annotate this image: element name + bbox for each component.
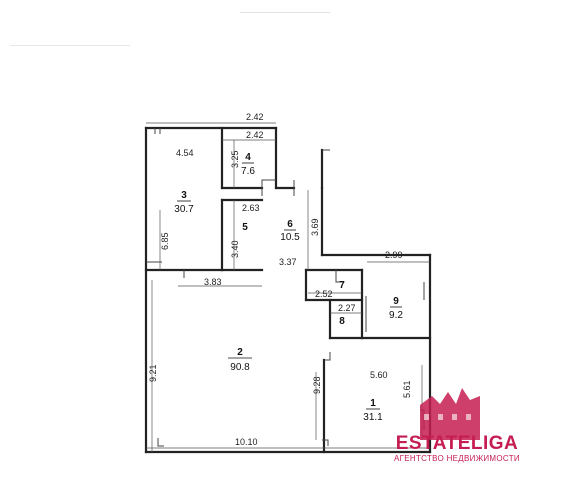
room-number: 3 [181, 190, 187, 201]
watermark-logo-windows [424, 414, 471, 420]
dim-label: 5.60 [370, 370, 388, 380]
room-number: 5 [242, 222, 248, 233]
room-number: 1 [370, 398, 376, 409]
watermark-logo [420, 388, 480, 440]
background-scan-marks [10, 45, 130, 54]
room-area: 30.7 [174, 204, 194, 215]
door-mark [261, 179, 276, 196]
dim-label: 5.61 [402, 380, 412, 398]
dim-label: 3.83 [204, 277, 222, 287]
room-number: 4 [245, 152, 251, 163]
door-mark [324, 352, 331, 361]
dim-label: 3.37 [279, 257, 297, 267]
room-area: 10.5 [280, 232, 300, 243]
details [146, 128, 425, 447]
room-number-underlines [177, 162, 402, 410]
watermark-tagline: АГЕНТСТВО НЕДВИЖИМОСТИ [394, 454, 520, 463]
dim-label: 10.10 [235, 437, 258, 447]
dim-label: 2.42 [246, 112, 264, 122]
dim-label: 2.27 [338, 303, 356, 313]
room-number: 6 [287, 219, 293, 230]
room-number: 9 [393, 296, 399, 307]
dim-label: 3.25 [230, 150, 240, 168]
room-area: 9.2 [389, 310, 403, 321]
dim-label: 4.54 [176, 148, 194, 158]
column-mark [322, 439, 329, 446]
dim-label: 2.99 [385, 250, 403, 260]
room-number: 7 [339, 280, 345, 291]
room-area: 31.1 [363, 412, 383, 423]
watermark-brand: ESTATELIGA [396, 433, 519, 454]
room-number: 8 [339, 316, 345, 327]
dim-label: 2.63 [242, 203, 260, 213]
dimension-lines [146, 122, 430, 452]
room-area: 90.8 [230, 362, 250, 373]
dim-label: 9.28 [312, 376, 322, 394]
window-mark [154, 128, 161, 134]
dim-label: 9.21 [148, 364, 158, 382]
room-number: 2 [237, 347, 243, 358]
door-mark [335, 270, 344, 283]
dim-label: 3.40 [230, 240, 240, 258]
dim-label: 6.85 [160, 232, 170, 250]
room-area: 7.6 [241, 166, 255, 177]
background-scan-marks [240, 12, 330, 21]
dim-label: 2.42 [246, 130, 264, 140]
dim-label: 3.69 [310, 218, 320, 236]
dim-label: 2.52 [315, 289, 333, 299]
column-mark [157, 438, 164, 447]
